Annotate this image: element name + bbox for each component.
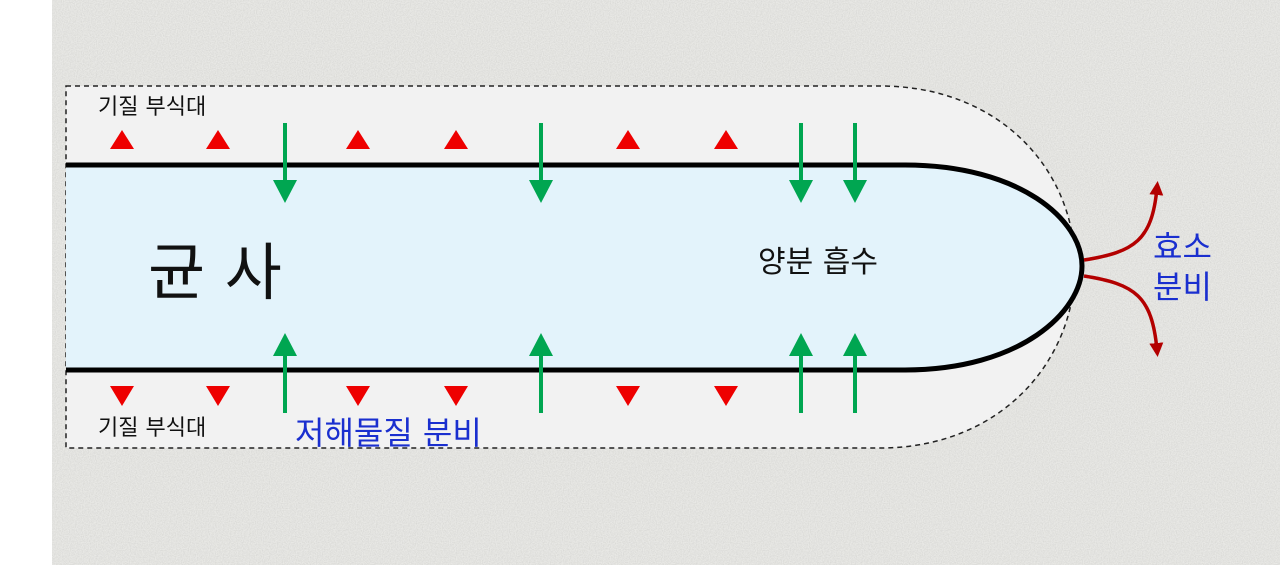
green-arrows-top — [273, 123, 867, 203]
green-arrow-down-icon — [273, 123, 297, 203]
hypha-body — [66, 165, 1082, 370]
zone-label-bottom: 기질 부식대 — [98, 416, 206, 441]
hypha-label: 균 사 — [148, 236, 282, 309]
red-triangle-down-icon — [444, 386, 468, 406]
green-arrow-down-icon — [529, 123, 553, 203]
red-triangle-down-icon — [206, 386, 230, 406]
inhibitor-secretion-label: 저해물질 분비 — [295, 414, 482, 452]
red-triangles-bottom — [110, 386, 738, 406]
green-arrow-down-icon — [789, 123, 813, 203]
green-arrow-down-icon — [843, 123, 867, 203]
absorption-label: 양분 흡수 — [758, 245, 878, 280]
green-arrow-up-icon — [529, 333, 553, 413]
hypha-wall-top — [66, 162, 1085, 267]
enzyme-arrows — [1083, 181, 1164, 357]
red-triangle-down-icon — [346, 386, 370, 406]
enzyme-label-line2: 분비 — [1153, 268, 1212, 306]
hypha-wall-bottom — [66, 265, 1085, 373]
red-triangle-up-icon — [346, 130, 370, 149]
curved-arrow-down-icon — [1083, 274, 1164, 357]
red-triangle-up-icon — [714, 130, 738, 149]
red-triangles-top — [110, 130, 738, 149]
green-arrow-up-icon — [789, 333, 813, 413]
red-triangle-down-icon — [714, 386, 738, 406]
curved-arrow-up-icon — [1083, 181, 1164, 262]
red-triangle-up-icon — [206, 130, 230, 149]
red-triangle-down-icon — [110, 386, 134, 406]
red-triangle-down-icon — [616, 386, 640, 406]
red-triangle-up-icon — [110, 130, 134, 149]
red-triangle-up-icon — [444, 130, 468, 149]
green-arrow-up-icon — [273, 333, 297, 413]
red-triangle-up-icon — [616, 130, 640, 149]
zone-label-top: 기질 부식대 — [98, 95, 206, 120]
green-arrows-bottom — [273, 333, 867, 413]
enzyme-label-line1: 효소 — [1153, 228, 1212, 266]
green-arrow-up-icon — [843, 333, 867, 413]
